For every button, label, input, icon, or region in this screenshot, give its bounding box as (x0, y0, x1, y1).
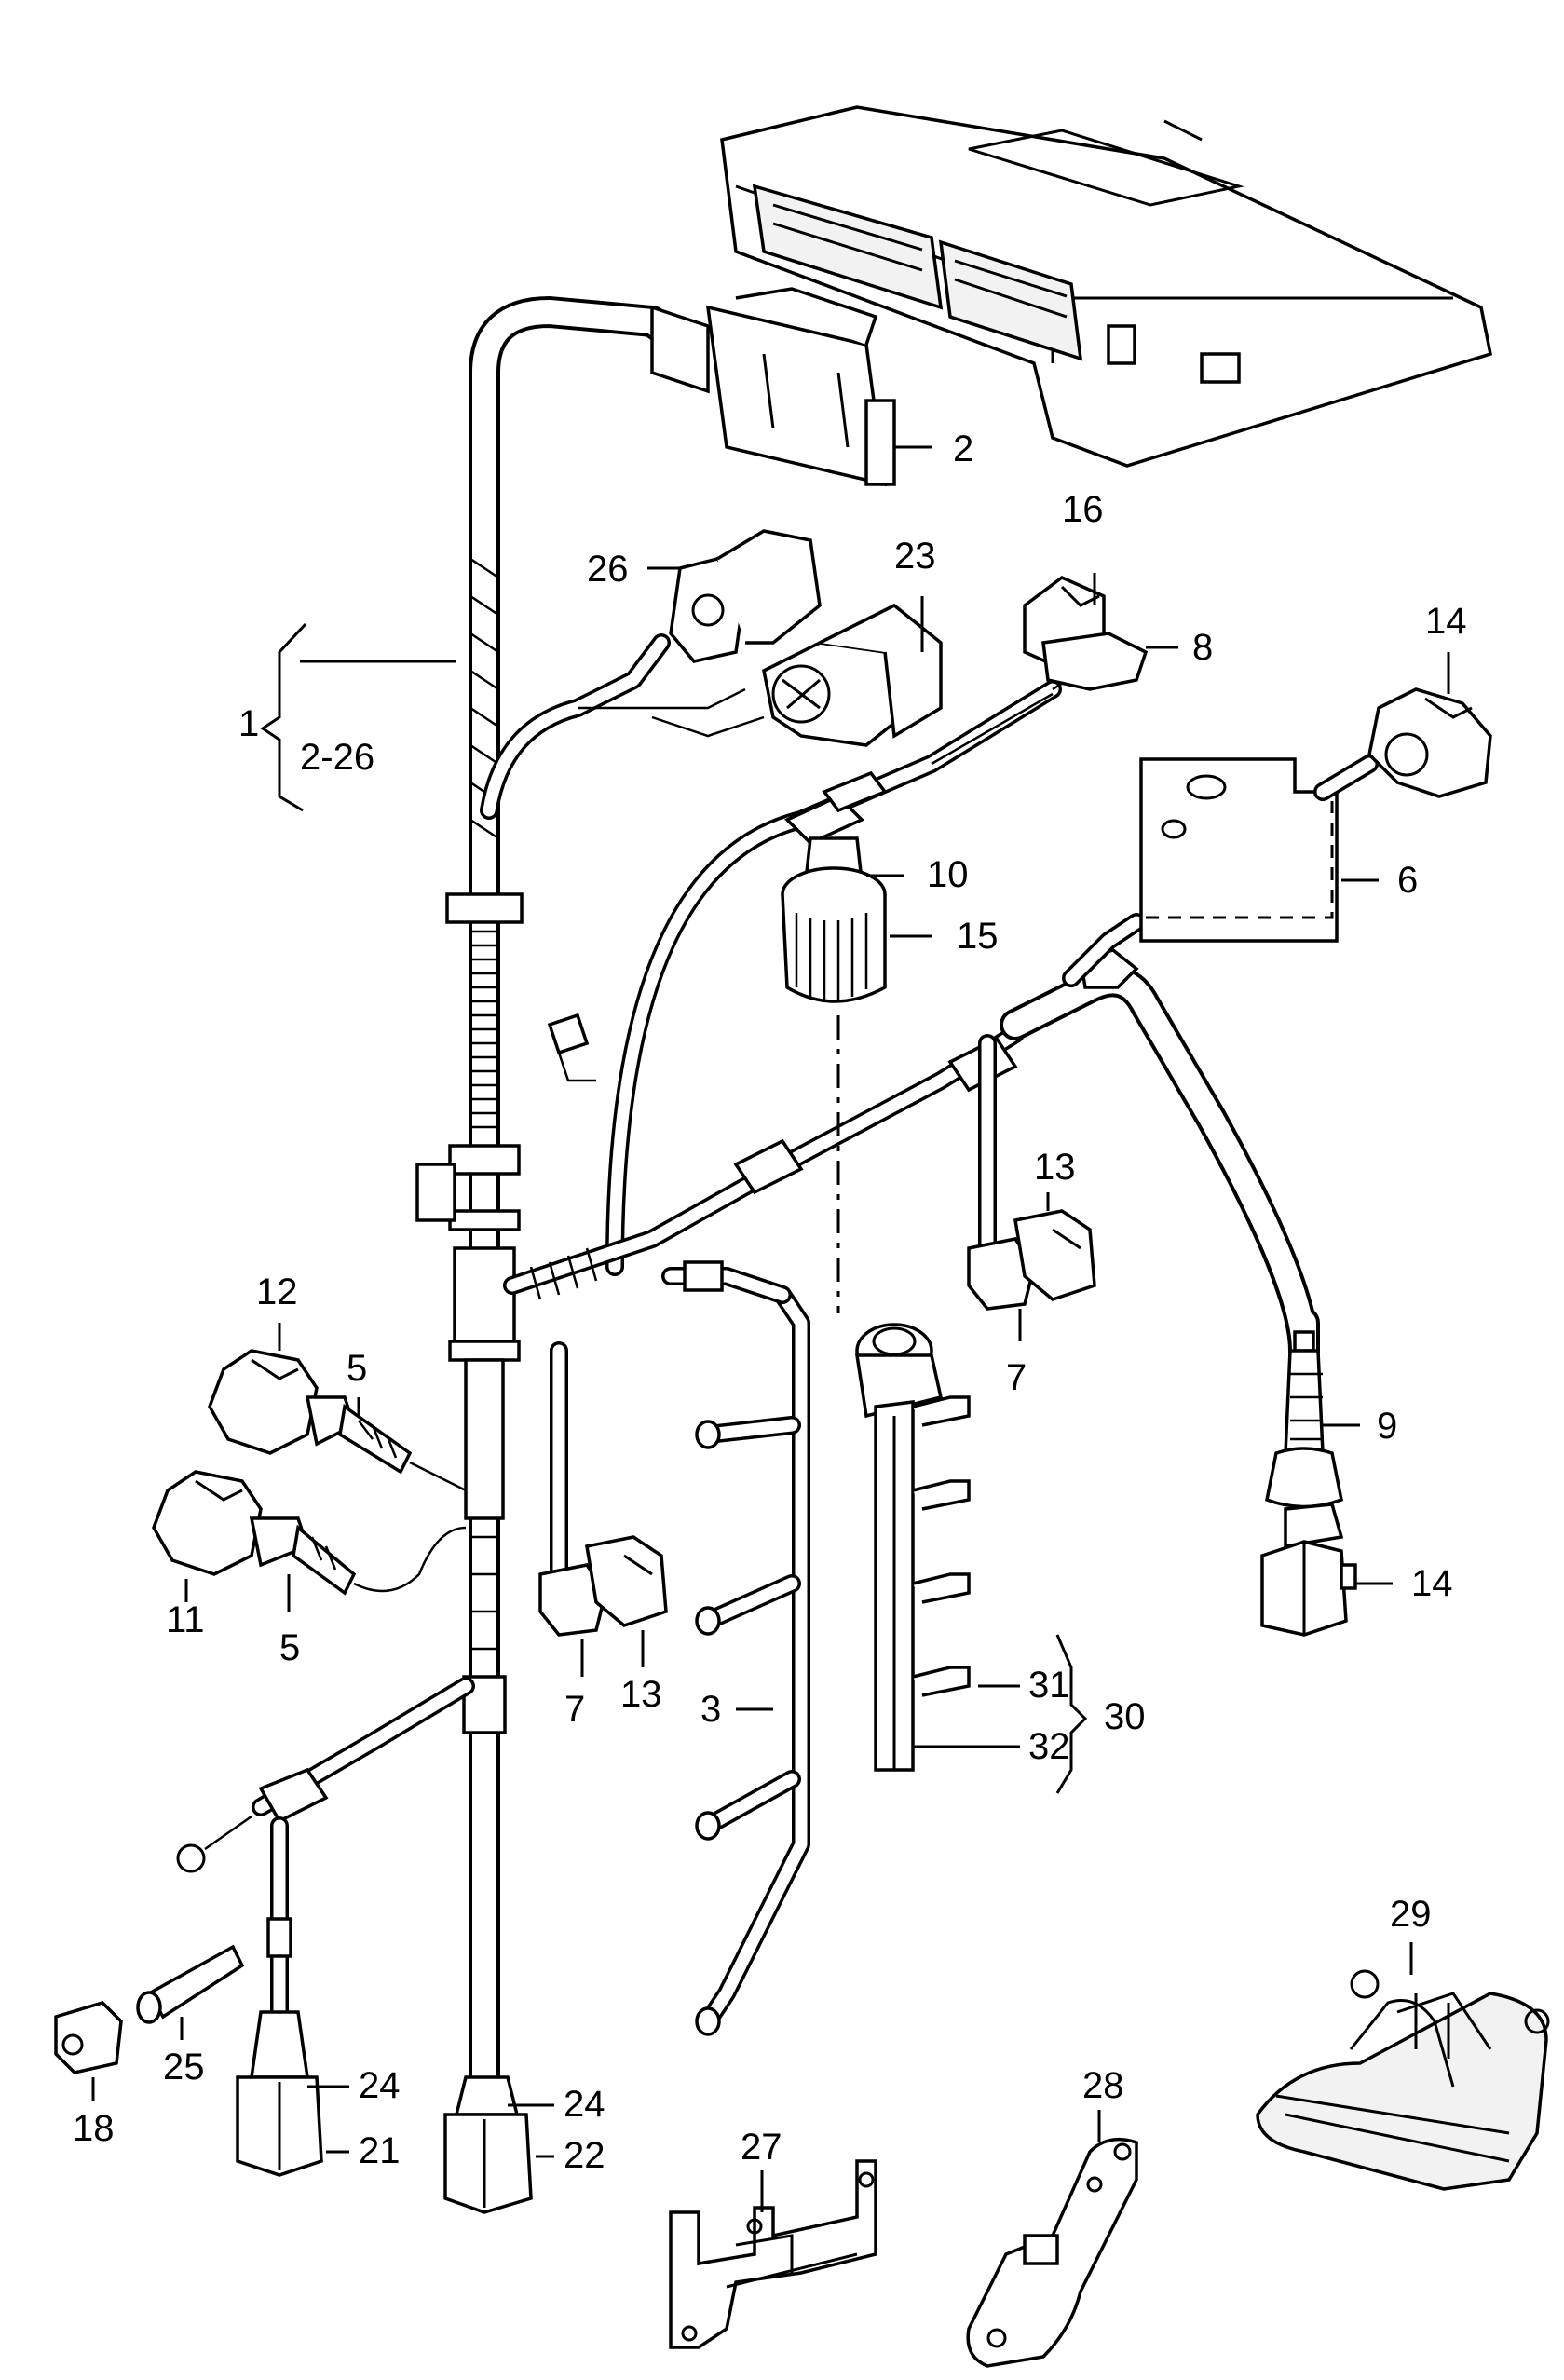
callout-1: 1 (238, 703, 259, 744)
callout-2-26: 2-26 (300, 737, 374, 778)
callout-3: 3 (700, 1689, 721, 1730)
callout-5-lower: 5 (279, 1627, 300, 1668)
callout-24-left: 24 (359, 2065, 401, 2106)
connector-23 (762, 603, 943, 747)
callout-24-right: 24 (564, 2084, 605, 2125)
branch-upper (480, 633, 765, 820)
cable-9 (1260, 1330, 1357, 1637)
connector-14-top (1313, 687, 1492, 801)
connector-16 (1023, 575, 1149, 691)
clip-small (547, 1013, 596, 1082)
branch-right (605, 664, 1091, 1276)
callout-12: 12 (256, 1272, 298, 1312)
connector-22 (443, 2075, 533, 2214)
callout-14-top: 14 (1425, 601, 1467, 642)
callout-2: 2 (953, 428, 973, 469)
callout-22: 22 (564, 2135, 605, 2176)
callout-13-left: 13 (620, 1674, 662, 1715)
callout-26: 26 (587, 549, 629, 590)
connector-11 (152, 1470, 467, 1596)
bracket-27 (669, 2159, 877, 2349)
callout-18: 18 (73, 2108, 115, 2149)
connector-2 (650, 287, 896, 487)
callout-21: 21 (359, 2130, 401, 2171)
callout-31: 31 (1028, 1665, 1070, 1706)
callout-8: 8 (1192, 627, 1213, 668)
callout-7-left: 7 (564, 1689, 585, 1730)
callout-30: 30 (1104, 1696, 1146, 1737)
part-25 (136, 1944, 245, 2024)
connector-26 (669, 529, 822, 663)
connector-13-left (538, 1341, 668, 1637)
sensor-15 (781, 836, 887, 1003)
part-18 (54, 2001, 123, 2074)
callout-11: 11 (166, 1599, 205, 1640)
callout-labels: 1 2-26 2 26 23 16 8 14 6 10 15 13 7 9 14… (73, 428, 1467, 2176)
callout-14-bottom: 14 (1411, 1563, 1453, 1604)
callout-27: 27 (741, 2127, 782, 2168)
callout-5-upper: 5 (347, 1348, 367, 1389)
cover-29 (1256, 1969, 1550, 2191)
callout-13-right: 13 (1034, 1147, 1076, 1188)
control-unit (720, 105, 1493, 468)
bracket-28 (966, 2137, 1138, 2368)
callout-32: 32 (1028, 1726, 1070, 1767)
holder-30 (854, 1323, 971, 1772)
callout-29: 29 (1390, 1894, 1432, 1935)
callout-23: 23 (894, 536, 936, 577)
callout-25: 25 (163, 2047, 205, 2088)
leader-lines (91, 445, 1450, 2212)
callout-15: 15 (957, 916, 999, 957)
callout-6: 6 (1397, 860, 1418, 901)
main-harness (415, 296, 700, 2093)
bracket-6 (1139, 757, 1339, 943)
part-3 (661, 1260, 810, 2036)
callout-7-right: 7 (1006, 1357, 1027, 1398)
callout-10: 10 (927, 854, 969, 895)
connector-13-right (967, 1034, 1096, 1311)
branch-lower-left (176, 1677, 475, 2177)
connector-12 (208, 1349, 467, 1492)
callout-9: 9 (1377, 1406, 1397, 1447)
callout-16: 16 (1062, 489, 1104, 530)
callout-28: 28 (1082, 2065, 1124, 2106)
branch-lower (503, 913, 1320, 1367)
